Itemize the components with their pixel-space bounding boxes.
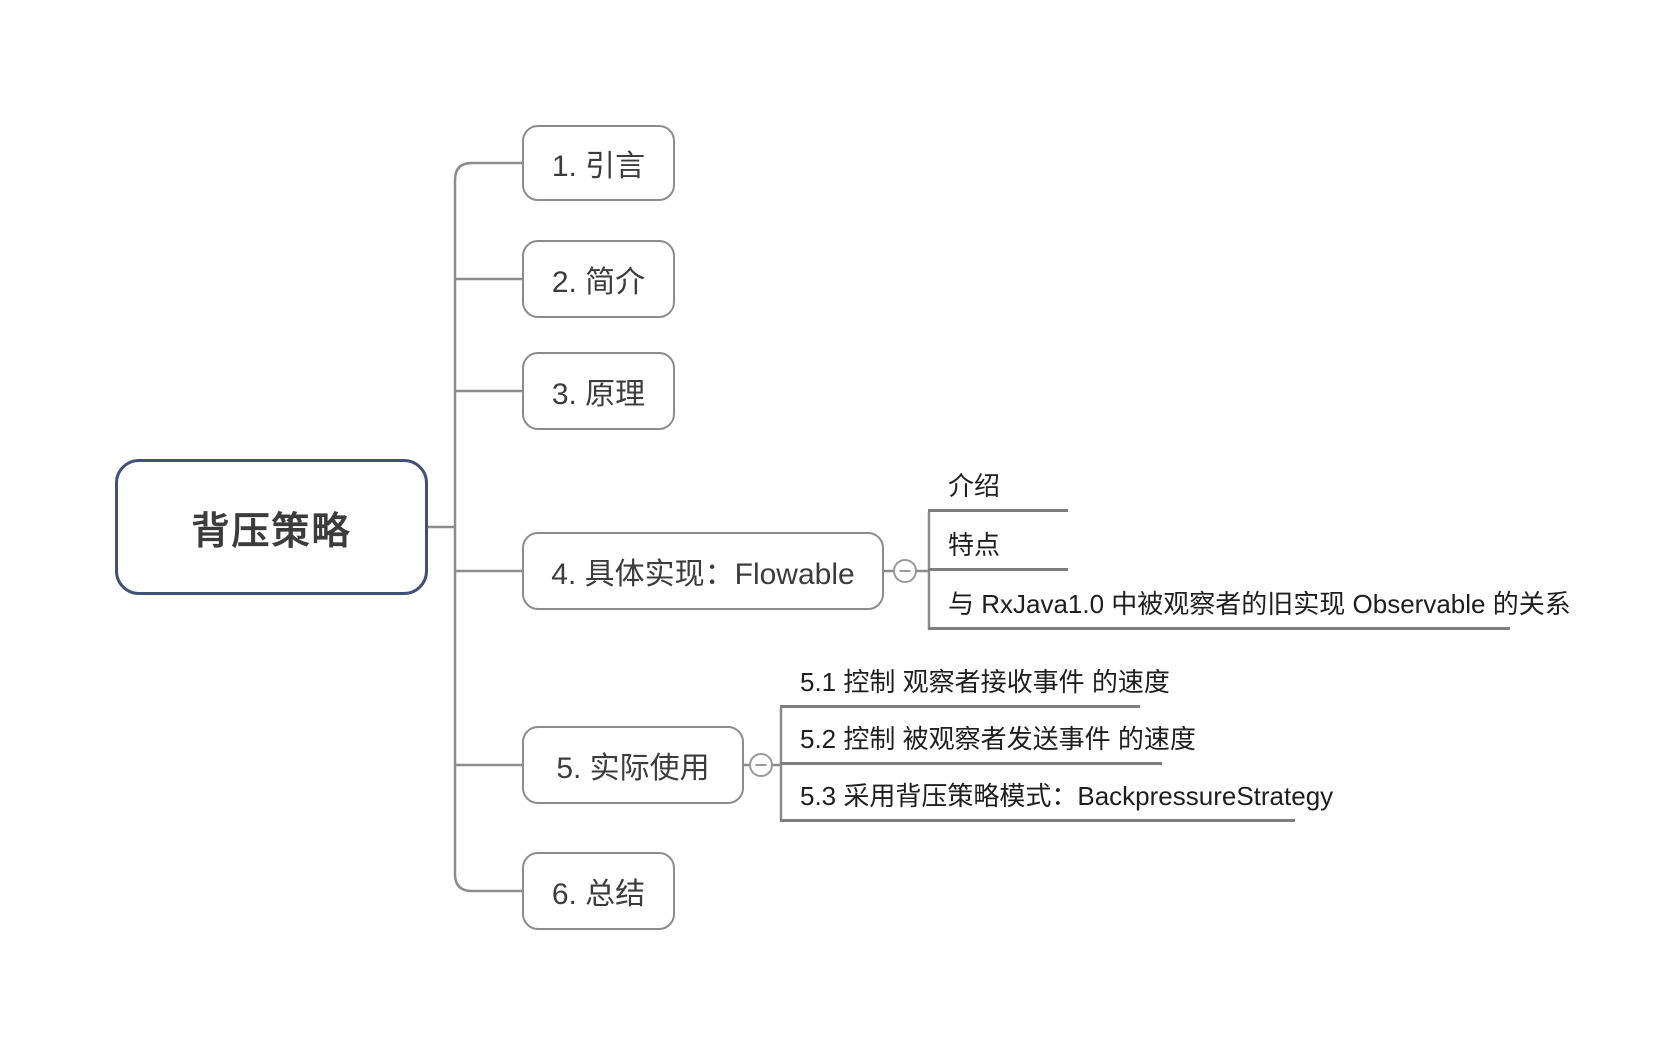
topic-label: 5. 实际使用 xyxy=(556,752,710,785)
subtopic-5-3-backpressure-strategy[interactable]: 5.3 采用背压策略模式：BackpressureStrategy xyxy=(780,779,1333,822)
connector-branch-1 xyxy=(453,161,522,181)
topic-label: 6. 总结 xyxy=(551,878,646,911)
collapse-button-topic-5[interactable] xyxy=(749,753,773,777)
root-topic[interactable]: 背压策略 xyxy=(115,459,428,595)
topic-3-principle[interactable]: 3. 原理 xyxy=(522,352,675,430)
subtopic-4-1-intro[interactable]: 介绍 xyxy=(928,469,1068,512)
subtopic-5-2-send-speed[interactable]: 5.2 控制 被观察者发送事件 的速度 xyxy=(780,722,1196,765)
topic-label: 3. 原理 xyxy=(551,378,646,411)
topic-label: 2. 简介 xyxy=(551,266,646,299)
topic-6-summary[interactable]: 6. 总结 xyxy=(522,852,675,930)
subtopic-4-3-observable-relation[interactable]: 与 RxJava1.0 中被观察者的旧实现 Observable 的关系 xyxy=(928,587,1571,630)
subtopic-5-1-receive-speed[interactable]: 5.1 控制 观察者接收事件 的速度 xyxy=(780,665,1170,708)
subtopic-4-2-features[interactable]: 特点 xyxy=(928,528,1068,571)
collapse-button-topic-4[interactable] xyxy=(893,559,917,583)
topic-label: 1. 引言 xyxy=(551,150,646,183)
topic-2-brief[interactable]: 2. 简介 xyxy=(522,240,675,318)
topic-label: 4. 具体实现：Flowable xyxy=(551,558,855,591)
root-topic-label: 背压策略 xyxy=(191,510,352,553)
connector-branch-6 xyxy=(453,873,522,893)
topic-4-flowable[interactable]: 4. 具体实现：Flowable xyxy=(522,532,884,610)
topic-5-usage[interactable]: 5. 实际使用 xyxy=(522,726,744,804)
topic-1-introduction[interactable]: 1. 引言 xyxy=(522,125,675,201)
